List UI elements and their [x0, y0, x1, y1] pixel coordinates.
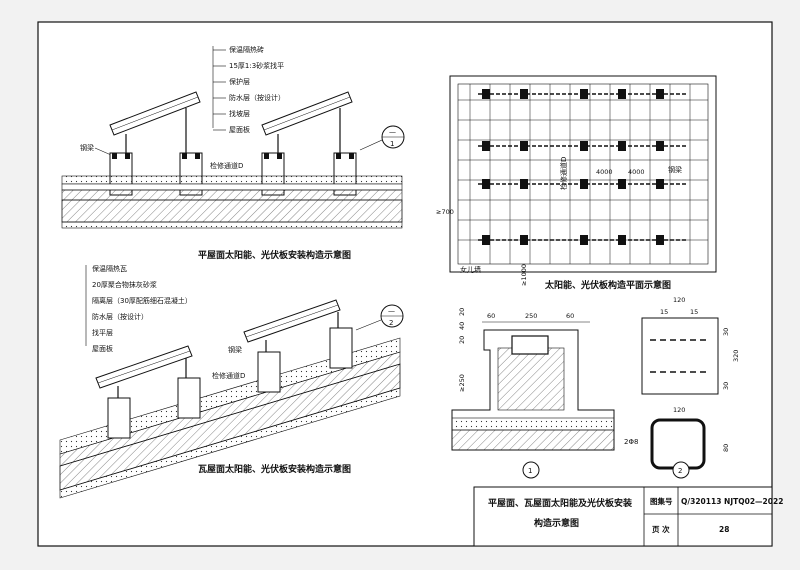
plan-dim-bottom: ≥1000 — [520, 264, 528, 286]
detail1-marker-circle — [522, 461, 540, 479]
detail1-dim-top-3: 60 — [566, 312, 574, 320]
detail1-dim-left-1: 20 — [458, 336, 466, 344]
plan-maintenance-path-label: 检修通道D — [559, 157, 568, 190]
page-number: 28 — [719, 525, 729, 534]
detail2-width-bottom: 120 — [673, 406, 685, 414]
flat-label-2: 15厚1:3砂浆找平 — [229, 61, 284, 70]
tile-maintenance-path-label: 检修通道D — [212, 371, 245, 380]
detail1-marker: 1 — [528, 467, 532, 475]
detail2-width-top: 120 — [673, 296, 685, 304]
plan-steel-beam-label: 钢梁 — [668, 165, 682, 174]
plan-parapet-label: 女儿墙 — [460, 265, 481, 274]
tile-label-2: 20厚聚合物抹灰砂浆 — [92, 280, 157, 289]
flat-roof-caption: 平屋面太阳能、光伏板安装构造示意图 — [198, 249, 351, 261]
detail1-dim-left-2: 40 — [458, 322, 466, 330]
atlas-number: Q/320113 NJTQ02—2022 — [681, 497, 783, 506]
detail-1: 60 250 60 20 40 20 ≥250 1 — [451, 308, 615, 479]
tile-label-6: 屋面板 — [92, 344, 113, 353]
detail1-dim-top-1: 60 — [487, 312, 495, 320]
flat-label-6: 屋面板 — [229, 125, 250, 134]
detail2-dim-inner-2: 15 — [690, 308, 698, 316]
flat-roof-section: 保温隔热砖 15厚1:3砂浆找平 保护层 防水层（按设计） 找坡层 屋面板 钢梁 — [61, 45, 405, 261]
flat-label-4: 防水层（按设计） — [229, 93, 285, 102]
plan-view: 检修通道D 4000 4000 钢梁 ≥700 ≥1000 女儿墙 太阳能、光伏… — [436, 75, 717, 291]
atlas-number-label: 图集号 — [650, 496, 673, 506]
page-number-label: 页 次 — [652, 524, 670, 534]
flat-solar-panel-left — [109, 91, 201, 153]
flat-solar-panel-right — [261, 91, 353, 153]
flat-callout-top: — — [389, 128, 396, 136]
tile-callout-top: — — [388, 307, 395, 315]
plan-dim-a: 4000 — [596, 168, 613, 176]
flat-label-1: 保温隔热砖 — [229, 45, 264, 54]
title-line-2: 构造示意图 — [534, 517, 579, 529]
detail2-dim-inner-1: 15 — [660, 308, 668, 316]
detail2-marker: 2 — [678, 467, 682, 475]
tile-roof-caption: 瓦屋面太阳能、光伏板安装构造示意图 — [198, 463, 351, 475]
tile-steel-beam-label: 钢梁 — [228, 345, 242, 354]
flat-roof-layer-labels: 保温隔热砖 15厚1:3砂浆找平 保护层 防水层（按设计） 找坡层 屋面板 — [229, 45, 285, 134]
detail1-dim-height: ≥250 — [458, 374, 466, 392]
title-line-1: 平屋面、瓦屋面太阳能及光伏板安装 — [488, 497, 633, 509]
tile-label-3: 隔离层（30厚配筋细石混凝土） — [92, 296, 192, 305]
detail1-dim-top-2: 250 — [525, 312, 537, 320]
tile-roof-section: 保温隔热瓦 20厚聚合物抹灰砂浆 隔离层（30厚配筋细石混凝土） 防水层（按设计… — [59, 264, 404, 499]
detail2-height-total: 320 — [732, 350, 740, 362]
plan-dim-b: 4000 — [628, 168, 645, 176]
tile-label-4: 防水层（按设计） — [92, 312, 148, 321]
detail2-marker-circle — [672, 461, 690, 479]
detail2-dim-right-1: 30 — [722, 328, 730, 336]
plan-dim-left: ≥700 — [436, 208, 454, 216]
detail-2: 120 15 15 320 30 30 120 2Φ8 80 2 — [624, 296, 740, 479]
plan-caption: 太阳能、光伏板构造平面示意图 — [544, 279, 671, 291]
flat-steel-beam-label: 钢梁 — [80, 143, 94, 152]
tile-label-1: 保温隔热瓦 — [92, 264, 127, 273]
flat-callout-number: 1 — [390, 140, 394, 148]
detail1-dim-left-3: 20 — [458, 308, 466, 316]
flat-label-5: 找坡层 — [229, 109, 250, 118]
tile-solar-panel-right — [243, 299, 341, 352]
flat-label-3: 保护层 — [229, 77, 250, 86]
title-block: 平屋面、瓦屋面太阳能及光伏板安装 构造示意图 图集号 Q/320113 NJTQ… — [473, 486, 783, 547]
flat-maintenance-path-label: 检修通道D — [210, 161, 243, 170]
detail2-dim-right-2: 30 — [722, 382, 730, 390]
tile-label-5: 找平层 — [92, 328, 113, 337]
tile-solar-panel-left — [95, 345, 193, 398]
detail2-height-bottom: 80 — [722, 444, 730, 452]
detail2-rebar-label: 2Φ8 — [624, 438, 638, 446]
tile-roof-layer-labels: 保温隔热瓦 20厚聚合物抹灰砂浆 隔离层（30厚配筋细石混凝土） 防水层（按设计… — [92, 264, 192, 353]
tile-callout-number: 2 — [389, 319, 393, 327]
